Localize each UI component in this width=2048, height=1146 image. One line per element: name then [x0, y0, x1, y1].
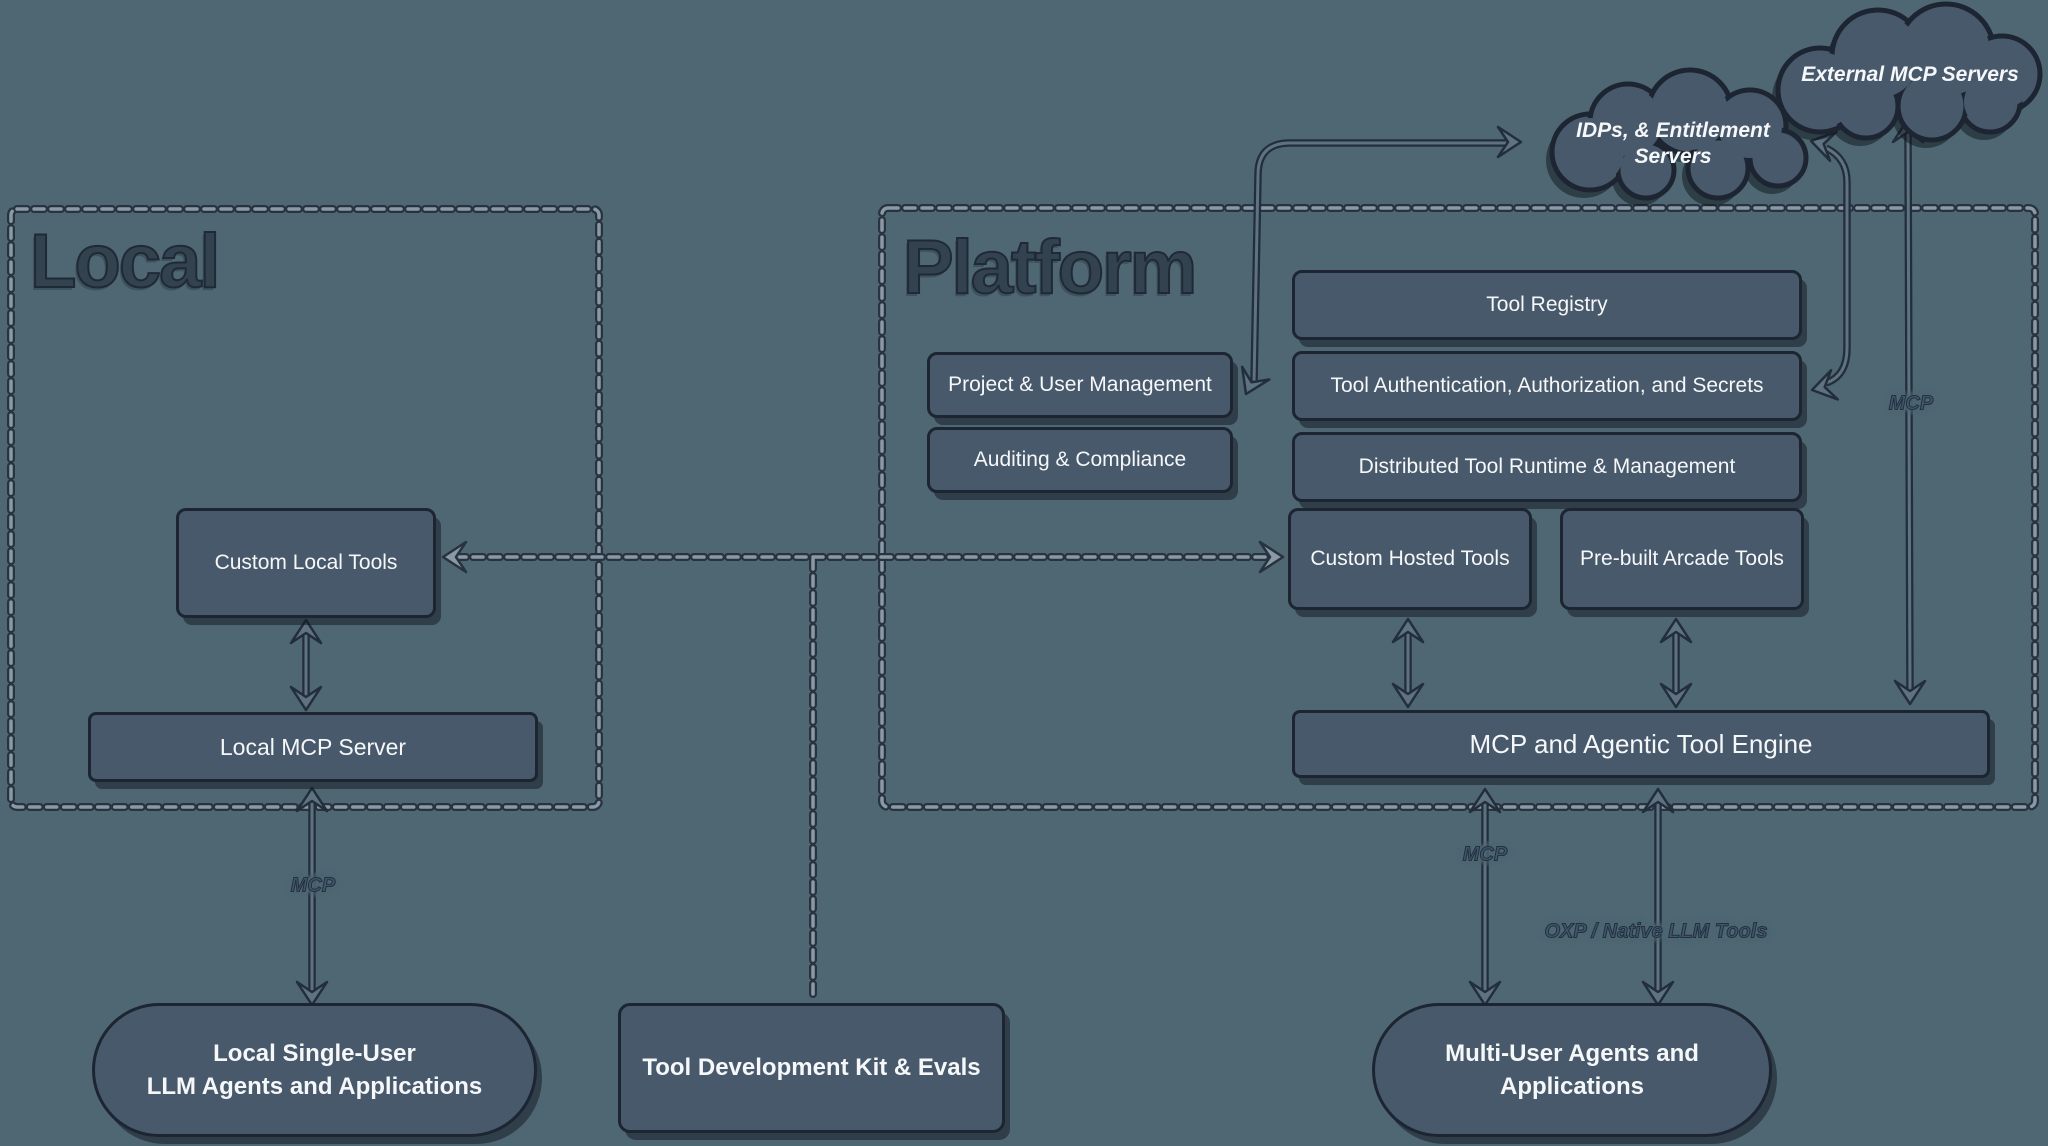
idp-cloud-label-line1: IDPs, & Entitlement: [1576, 119, 1770, 142]
tdk-dashed-connector: [441, 540, 1285, 1005]
idp-entitlement-cloud: [1546, 67, 1809, 206]
multi-user-agents-line1: Multi-User Agents and: [1445, 1040, 1699, 1067]
project-user-management-box: Project & User Management: [927, 352, 1233, 418]
arrow-local-mcp: [295, 786, 329, 1007]
arrow-local-tools-mcp-server: [289, 618, 323, 712]
platform-mcp-edge-label: MCP: [1462, 843, 1508, 866]
mcp-agentic-engine-label: MCP and Agentic Tool Engine: [1469, 728, 1813, 759]
local-single-user-agents-pill: Local Single-User LLM Agents and Applica…: [92, 1003, 537, 1137]
idp-cloud-label: IDPs, & Entitlement Servers: [1553, 118, 1793, 170]
idp-cloud-label-line2: Servers: [1634, 145, 1712, 168]
platform-zone-title: Platform: [902, 224, 1198, 311]
arrow-hosted-tools-engine: [1391, 617, 1425, 709]
arrow-project-idp-cloud: [1231, 125, 1523, 402]
oxp-edge-label: OXP / Native LLM Tools: [1544, 920, 1768, 943]
external-mcp-cloud: [1772, 1, 2043, 148]
external-mcp-cloud-label: External MCP Servers: [1801, 63, 2019, 86]
tool-dev-kit-box: Tool Development Kit & Evals: [618, 1003, 1005, 1133]
tool-registry-label: Tool Registry: [1486, 292, 1608, 316]
local-single-user-agents-line1: Local Single-User: [213, 1040, 416, 1067]
tool-auth-label: Tool Authentication, Authorization, and …: [1330, 373, 1764, 397]
custom-local-tools-box: Custom Local Tools: [176, 508, 436, 618]
custom-hosted-tools-box: Custom Hosted Tools: [1288, 508, 1532, 610]
auditing-compliance-box: Auditing & Compliance: [927, 427, 1233, 493]
arrow-auth-idp-cloud: [1806, 125, 1851, 406]
prebuilt-arcade-tools-box: Pre-built Arcade Tools: [1560, 508, 1804, 610]
arrow-engine-multiuser-mcp: [1468, 787, 1502, 1007]
external-mcp-edge-label: MCP: [1888, 392, 1934, 415]
tool-auth-box: Tool Authentication, Authorization, and …: [1292, 351, 1802, 421]
mcp-agentic-engine-box: MCP and Agentic Tool Engine: [1292, 710, 1990, 778]
custom-local-tools-label: Custom Local Tools: [214, 550, 398, 574]
local-mcp-server-label: Local MCP Server: [219, 733, 407, 760]
arrow-prebuilt-tools-engine: [1659, 617, 1693, 709]
local-mcp-server-box: Local MCP Server: [88, 712, 538, 782]
prebuilt-arcade-tools-label: Pre-built Arcade Tools: [1580, 546, 1784, 570]
distributed-runtime-box: Distributed Tool Runtime & Management: [1292, 432, 1802, 502]
auditing-compliance-label: Auditing & Compliance: [973, 447, 1187, 471]
arrow-engine-external-mcp: [1891, 117, 1927, 706]
distributed-runtime-label: Distributed Tool Runtime & Management: [1358, 454, 1736, 478]
local-zone-title: Local: [29, 218, 221, 305]
custom-hosted-tools-label: Custom Hosted Tools: [1310, 546, 1510, 570]
tool-dev-kit-label: Tool Development Kit & Evals: [642, 1054, 981, 1081]
project-user-management-label: Project & User Management: [948, 372, 1212, 396]
multi-user-agents-pill: Multi-User Agents and Applications: [1372, 1003, 1772, 1137]
tool-registry-box: Tool Registry: [1292, 270, 1802, 340]
platform-container-border: [878, 204, 2039, 811]
arrow-engine-multiuser-oxp: [1641, 787, 1675, 1007]
local-mcp-edge-label: MCP: [290, 874, 336, 897]
local-single-user-agents-line2: LLM Agents and Applications: [146, 1073, 483, 1100]
multi-user-agents-line2: Applications: [1499, 1073, 1644, 1100]
